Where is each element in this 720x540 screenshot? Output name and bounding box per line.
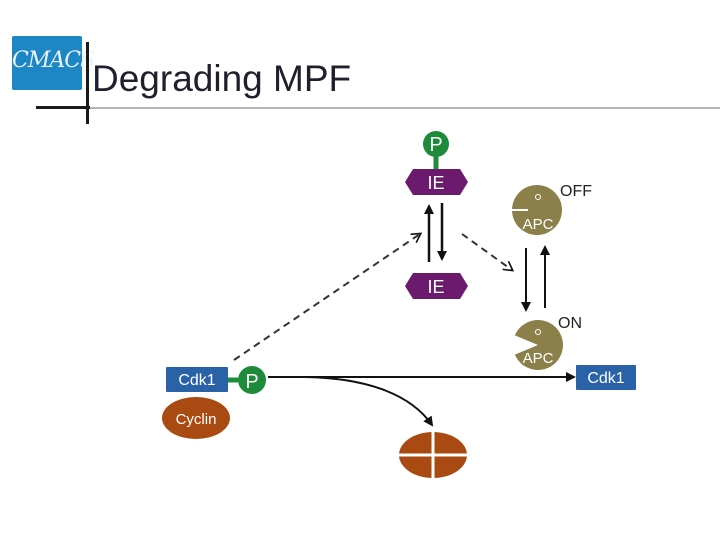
apc-off-eye	[535, 194, 541, 200]
ie-activates-apc-arrow	[461, 233, 515, 272]
title-rule-grey	[90, 107, 720, 109]
cdk1-left-box	[166, 367, 228, 392]
apc-off-circle	[512, 185, 562, 235]
apc-off-node: APC OFF	[512, 183, 592, 235]
degraded-cyclin	[399, 432, 467, 478]
title-vertical-rule	[86, 42, 89, 124]
ie-bottom-label: IE	[427, 277, 444, 297]
ie-unphosphorylated-node: IE	[405, 273, 468, 299]
apc-on-node: APC ON	[514, 315, 582, 370]
ie-reversible-arrows	[424, 203, 447, 262]
cdk1-left-label: Cdk1	[178, 372, 215, 389]
cdk1-free-node: Cdk1	[576, 365, 636, 390]
cyclin-shape	[162, 397, 230, 439]
ie-phospho-label: P	[429, 134, 442, 156]
cdk1-right-box	[576, 365, 636, 390]
ie-top-shape	[405, 169, 468, 195]
cdk1-phospho-label: P	[245, 371, 258, 393]
ie-top-label: IE	[427, 173, 444, 193]
logo-text: CMACS	[12, 48, 95, 73]
cdk1-phospho-circle	[238, 366, 266, 394]
cmacs-logo: CMACS	[12, 36, 95, 90]
apc-off-state: OFF	[560, 183, 592, 200]
ie-phosphorylated-node: P IE	[405, 131, 468, 195]
ie-phospho-circle	[423, 131, 449, 157]
title-rule-dark	[36, 106, 90, 109]
ie-bottom-shape	[405, 273, 468, 299]
apc-on-state: ON	[558, 315, 582, 332]
mpf-complex: Cdk1 P Cyclin	[162, 366, 266, 439]
cyclin-label: Cyclin	[176, 411, 217, 428]
apc-on-label: APC	[523, 350, 554, 367]
apc-reversible-arrows	[521, 245, 550, 312]
cyclin-degradation-arrow	[304, 376, 434, 427]
cdk1-right-label: Cdk1	[587, 370, 624, 387]
mpf-activates-ie-arrow	[233, 232, 423, 361]
slide-title: Degrading MPF	[92, 58, 352, 99]
apc-off-label: APC	[523, 216, 554, 233]
apc-on-eye	[535, 329, 541, 335]
apc-on-shape	[514, 320, 563, 370]
